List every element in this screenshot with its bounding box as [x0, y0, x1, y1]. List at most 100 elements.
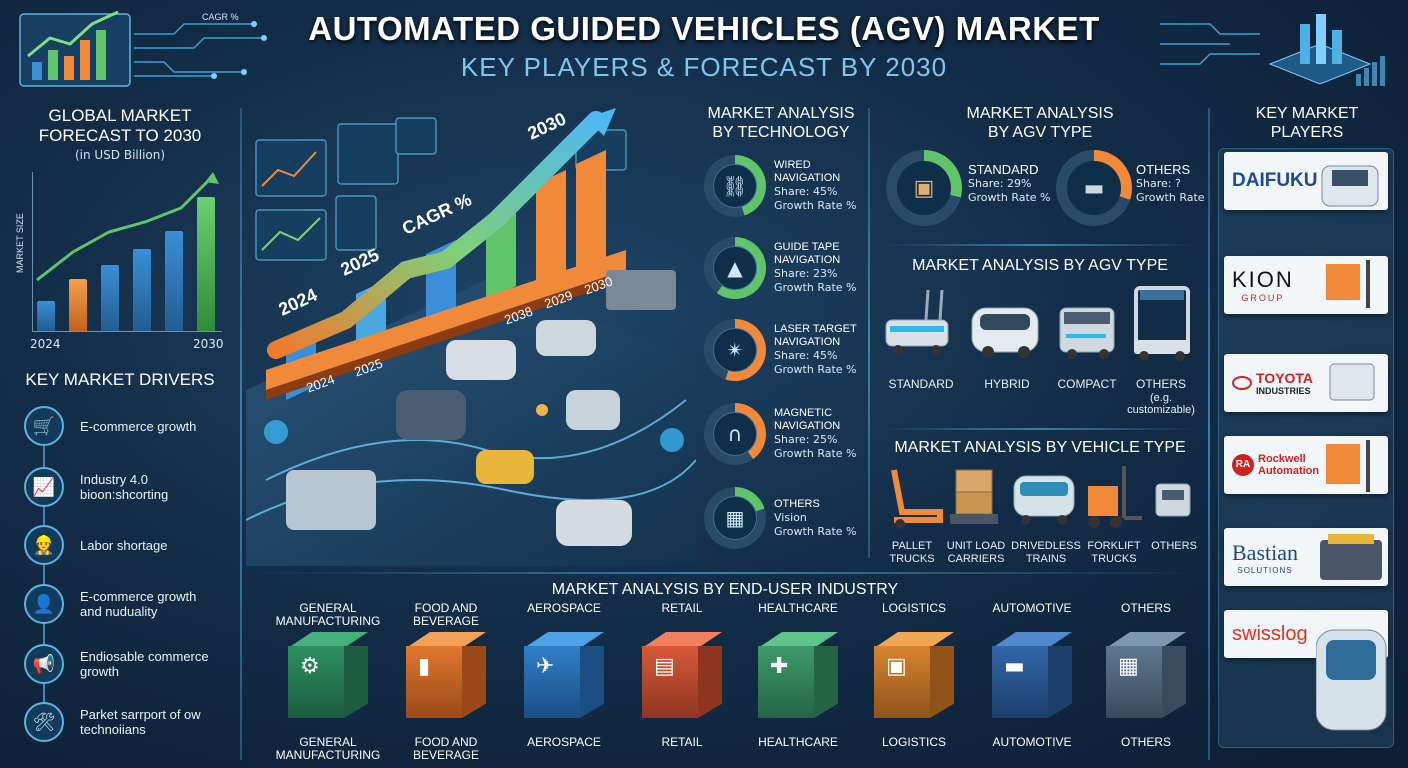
- tech-name-2: NAVIGATION: [774, 172, 841, 184]
- forecast-bar: [69, 279, 87, 331]
- industry-label-top-1: FOOD AND: [414, 601, 478, 615]
- industry-cube: ▮: [406, 632, 486, 722]
- vehtype-label-1: UNIT LOAD: [946, 540, 1006, 552]
- chart-icon: 📈: [24, 467, 64, 507]
- network-icon: ⛓: [713, 164, 757, 208]
- industry-cube: ⚙: [288, 632, 368, 722]
- agvtype-label: STANDARD: [888, 377, 954, 391]
- agvtop-standard-share: Share: 29%: [968, 177, 1032, 190]
- industry-label-top-1: RETAIL: [661, 601, 703, 615]
- industry-cube: ▦: [1106, 632, 1186, 722]
- tech-growth: Growth Rate %: [774, 524, 857, 538]
- hero-vehicles: [286, 270, 676, 546]
- players-title-1: KEY MARKET: [1255, 105, 1359, 122]
- vehtype-label-2: TRUCKS: [889, 553, 935, 565]
- vehtype-label: OTHERS: [1144, 540, 1204, 553]
- qr-code-icon: ▦: [713, 496, 757, 540]
- industry-cube-top: [524, 632, 604, 648]
- swisslog-agv-icon: [1316, 629, 1387, 731]
- player-card-rockwell[interactable]: RA Rockwell Automation: [1224, 436, 1388, 494]
- industry-cube-top: [642, 632, 722, 648]
- industry-cube-top: [1106, 632, 1186, 648]
- driver-item: 🛒 E-commerce growth: [24, 398, 234, 454]
- agvtype-label: OTHERS: [1135, 377, 1186, 391]
- vehtype-label-2: TRUCKS: [1091, 553, 1137, 565]
- industry-label-bottom: AUTOMOTIVE: [972, 736, 1092, 749]
- road-icon: ▲: [713, 246, 757, 290]
- agvtop-others-ring: ▬: [1056, 150, 1132, 226]
- tech-name: OTHERS: [774, 497, 820, 510]
- industry-label-bottom-1: AUTOMOTIVE: [992, 735, 1072, 749]
- forecast-chart: [32, 172, 222, 332]
- tech-name: MAGNETIC: [774, 407, 833, 419]
- industry-cube-top: [874, 632, 954, 648]
- industry-label-top-1: GENERAL: [299, 601, 357, 615]
- agvtop-standard-name: STANDARD: [968, 162, 1039, 177]
- industry-label-top-1: LOGISTICS: [881, 601, 946, 615]
- industry-label-top-2: MANUFACTURING: [275, 614, 381, 628]
- forecast-bar: [37, 301, 55, 331]
- rockwell-forklift-icon: [1326, 440, 1370, 492]
- driverless-train-icon: [1013, 475, 1075, 525]
- industry-label-bottom-1: GENERAL: [299, 735, 357, 749]
- industry-cube-front: [642, 646, 698, 718]
- agvtop-others-info: OTHERS Share: ? Growth Rate: [1136, 162, 1205, 205]
- agvtype-label: COMPACT: [1057, 377, 1117, 391]
- hero-illustration: [246, 108, 696, 566]
- header-cagr-badge: CAGR %: [202, 12, 239, 22]
- industry-label-bottom-1: LOGISTICS: [881, 735, 946, 749]
- industry-cube-side: [344, 646, 368, 718]
- bastian-agv-icon: [1320, 534, 1382, 580]
- industry-cube: ▤: [642, 632, 722, 722]
- industry-cube: ✚: [758, 632, 838, 722]
- industry-label-bottom: HEALTHCARE: [738, 736, 858, 749]
- tech-title-1: MARKET ANALYSIS: [707, 105, 855, 122]
- devices-icon: ▦: [1118, 654, 1139, 679]
- page-subtitle: KEY PLAYERS & FORECAST BY 2030: [460, 52, 948, 82]
- industry-cube-side: [1048, 646, 1072, 718]
- others-vehicle-icon: [1155, 483, 1191, 517]
- player-logo-toyota-sub: INDUSTRIES: [1256, 386, 1311, 396]
- industry-cube-top: [406, 632, 486, 648]
- tech-growth: Growth Rate %: [774, 199, 857, 212]
- forecast-title-2: FORECAST TO 2030: [38, 126, 202, 145]
- industry-label-bottom-2: BEVERAGE: [412, 748, 480, 762]
- forecast-x-end: 2030: [193, 337, 224, 351]
- car-icon: ▬: [1004, 654, 1025, 679]
- header-server-icon: [1160, 14, 1385, 86]
- unit-load-carrier-icon: [950, 469, 998, 524]
- tech-share: Share: 23%: [774, 267, 838, 280]
- industry-cube-side: [698, 646, 722, 718]
- drivers-title: KEY MARKET DRIVERS: [25, 370, 215, 389]
- industry-cube-top: [288, 632, 368, 648]
- industry-label-bottom: AEROSPACE: [504, 736, 624, 749]
- forklift-truck-icon: [1088, 466, 1142, 528]
- divider-agv-1: [880, 244, 1198, 246]
- vehtype-label-1: PALLET: [891, 540, 933, 552]
- tech-growth: Growth Rate %: [774, 447, 857, 460]
- vehtype-label-1: FORKLIFT: [1087, 540, 1141, 552]
- industry-label-top-1: AUTOMOTIVE: [992, 601, 1072, 615]
- player-logo-rockwell: Rockwell: [1258, 453, 1306, 465]
- tech-name-2: NAVIGATION: [774, 254, 841, 266]
- package-icon: ▣: [886, 654, 907, 679]
- cart-icon: 🛒: [24, 406, 64, 446]
- industry-label-bottom-1: AEROSPACE: [527, 735, 601, 749]
- agvtype-note-1: (e.g.: [1149, 392, 1172, 404]
- agvtype-vehicles: [885, 286, 1190, 361]
- agvtop-standard-growth: Growth Rate %: [968, 191, 1051, 204]
- player-logo-bastian-sub: SOLUTIONS: [1237, 565, 1293, 575]
- player-card-kion[interactable]: KION GROUP: [1224, 256, 1388, 314]
- industry-cube-front: [874, 646, 930, 718]
- industry-label-top-1: AEROSPACE: [527, 601, 601, 615]
- player-card-toyota[interactable]: TOYOTA INDUSTRIES: [1224, 354, 1388, 412]
- driver-text: Industry 4.0: [80, 472, 148, 487]
- industry-label-bottom-1: HEALTHCARE: [758, 735, 838, 749]
- agvtop-standard-ring: ▣: [886, 150, 962, 226]
